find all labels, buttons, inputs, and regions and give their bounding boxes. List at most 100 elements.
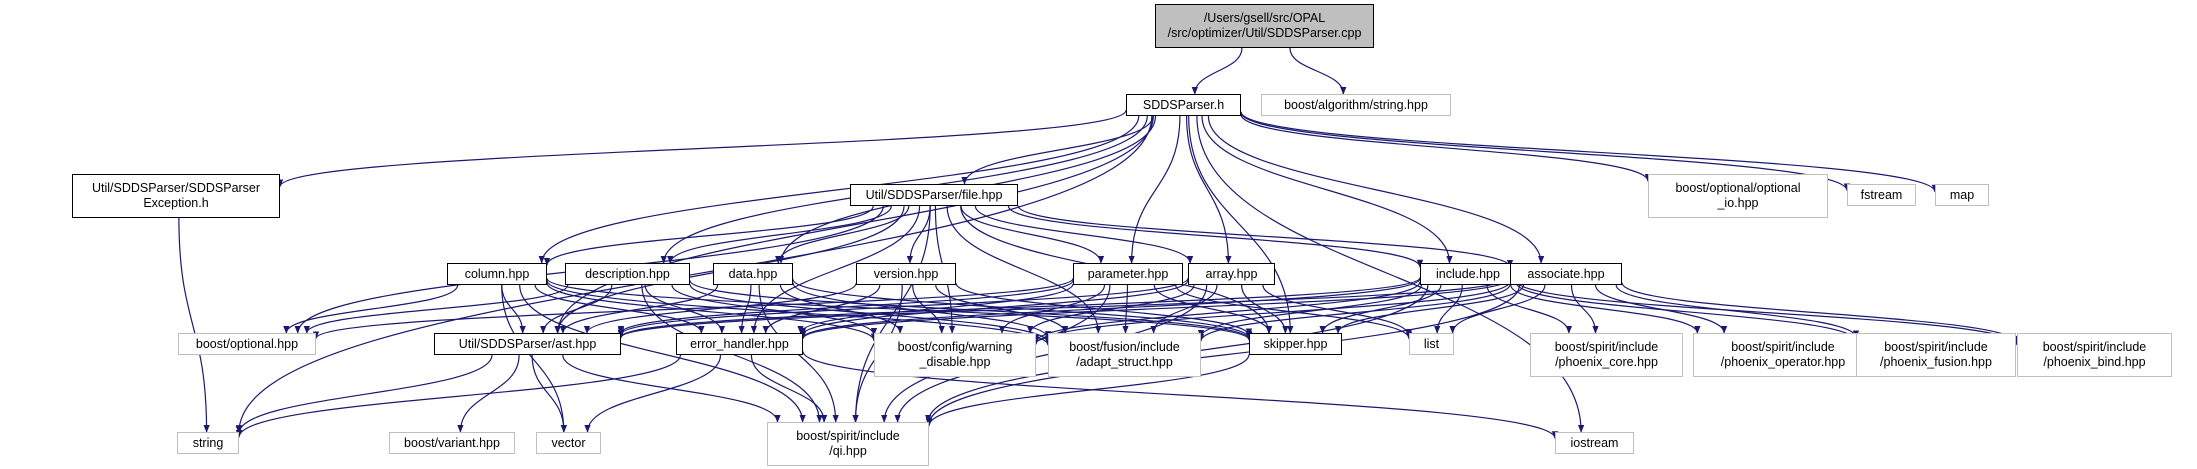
node-phoenix-core: boost/spirit/include /phoenix_core.hpp	[1530, 333, 1683, 377]
edge-file-hpp-to-version-hpp	[906, 205, 931, 264]
edge-sddsparser-h-to-parameter-hpp	[1128, 115, 1181, 264]
edge-associate-hpp-to-adapt-struct	[1197, 284, 1511, 342]
edge-description-hpp-to-warning-disable	[671, 284, 878, 336]
edge-associate-hpp-to-qi-hpp	[925, 284, 1521, 426]
edge-associate-hpp-to-list	[1449, 284, 1546, 334]
node-sddsparser-h[interactable]: SDDSParser.h	[1126, 94, 1241, 116]
edge-error-handler-to-string	[235, 354, 681, 438]
edge-column-hpp-to-qi-hpp	[519, 284, 806, 423]
edge-associate-hpp-to-error-handler	[799, 278, 1511, 340]
edge-root-to-sddsparser-h	[1191, 47, 1243, 95]
edge-file-hpp-to-associate-hpp	[1017, 205, 1514, 268]
edge-array-hpp-to-warning-disable	[1026, 284, 1195, 334]
edge-column-hpp-to-error-handler	[534, 284, 705, 334]
edge-ast-hpp-to-vector	[531, 354, 568, 433]
edge-parameter-hpp-to-warning-disable	[998, 284, 1106, 334]
edge-associate-hpp-to-phoenix-fusion	[1615, 284, 1860, 339]
node-warning-disable: boost/config/warning _disable.hpp	[874, 333, 1036, 377]
node-parameter-hpp[interactable]: parameter.hpp	[1073, 263, 1183, 285]
edge-include-hpp-to-warning-disable	[1032, 281, 1421, 343]
edge-description-hpp-to-ast-hpp	[540, 284, 613, 334]
edge-sddsparser-h-to-array-hpp	[1186, 115, 1232, 264]
edge-parameter-hpp-to-adapt-struct	[1122, 284, 1129, 334]
node-include-hpp[interactable]: include.hpp	[1420, 263, 1516, 285]
edge-column-hpp-to-boost-optional	[283, 284, 459, 334]
node-iostream: iostream	[1555, 432, 1634, 454]
node-optional-io: boost/optional/optional _io.hpp	[1648, 174, 1828, 218]
node-skipper-hpp[interactable]: skipper.hpp	[1249, 333, 1342, 355]
node-ast-hpp[interactable]: Util/SDDSParser/ast.hpp	[434, 333, 621, 355]
edge-file-hpp-to-column-hpp	[543, 205, 874, 266]
node-list: list	[1409, 333, 1454, 355]
edge-file-hpp-to-array-hpp	[974, 205, 1194, 264]
node-boost-variant: boost/variant.hpp	[389, 432, 515, 454]
node-column-hpp[interactable]: column.hpp	[447, 263, 547, 285]
node-root[interactable]: /Users/gsell/src/OPAL /src/optimizer/Uti…	[1155, 4, 1374, 48]
node-version-hpp[interactable]: version.hpp	[856, 263, 956, 285]
node-associate-hpp[interactable]: associate.hpp	[1510, 263, 1622, 285]
edge-error-handler-to-iostream	[802, 351, 1559, 440]
edge-sddsparser-h-to-exception-h	[276, 109, 1127, 188]
node-error-handler[interactable]: error_handler.hpp	[676, 333, 803, 355]
edge-data-hpp-to-ast-hpp	[559, 284, 719, 334]
edge-associate-hpp-to-phoenix-core	[1570, 284, 1599, 334]
edge-array-hpp-to-error-handler	[799, 279, 1189, 336]
edge-error-handler-to-qi-hpp	[750, 354, 828, 423]
edge-file-hpp-to-data-hpp	[775, 205, 910, 264]
node-array-hpp[interactable]: array.hpp	[1188, 263, 1275, 285]
edge-parameter-hpp-to-boost-optional	[312, 277, 1074, 340]
edge-file-hpp-to-error-handler	[750, 205, 921, 334]
node-file-hpp[interactable]: Util/SDDSParser/file.hpp	[850, 184, 1018, 206]
node-data-hpp[interactable]: data.hpp	[713, 263, 793, 285]
node-phoenix-fusion: boost/spirit/include /phoenix_fusion.hpp	[1856, 333, 2016, 377]
edge-description-hpp-to-boost-optional	[303, 284, 569, 334]
edge-version-hpp-to-error-handler	[762, 284, 881, 334]
node-fstream: fstream	[1847, 184, 1916, 206]
edge-error-handler-to-vector	[584, 354, 722, 433]
edge-file-hpp-to-description-hpp	[667, 205, 892, 264]
edge-associate-hpp-to-skipper-hpp	[1334, 284, 1525, 334]
edge-include-hpp-to-adapt-struct	[1197, 284, 1422, 338]
node-map: map	[1935, 184, 1989, 206]
node-boost-optional: boost/optional.hpp	[178, 333, 316, 355]
edge-associate-hpp-to-phoenix-operator	[1594, 284, 1728, 334]
node-adapt-struct: boost/fusion/include /adapt_struct.hpp	[1048, 333, 1201, 377]
edge-array-hpp-to-ast-hpp	[617, 277, 1189, 336]
node-phoenix-operator: boost/spirit/include /phoenix_operator.h…	[1693, 333, 1873, 377]
node-string: string	[177, 432, 239, 454]
edge-sddsparser-h-to-string	[235, 115, 1153, 434]
edge-data-hpp-to-skipper-hpp	[792, 278, 1253, 339]
edge-parameter-hpp-to-ast-hpp	[617, 280, 1074, 334]
edge-associate-hpp-to-phoenix-bind	[1621, 282, 2021, 344]
edge-include-hpp-to-phoenix-fusion	[1515, 282, 1860, 342]
edge-skipper-hpp-to-qi-hpp	[925, 354, 1250, 427]
edge-sddsparser-h-to-optional-io	[1240, 114, 1652, 182]
edge-column-hpp-to-warning-disable	[546, 282, 878, 342]
edge-include-hpp-to-ast-hpp	[617, 277, 1421, 338]
edge-sddsparser-h-to-ast-hpp	[554, 115, 1154, 334]
edge-ast-hpp-to-string	[235, 354, 493, 435]
edge-version-hpp-to-adapt-struct	[935, 284, 1069, 334]
edge-sddsparser-h-to-map	[1240, 111, 1939, 193]
edge-associate-hpp-to-ast-hpp	[618, 277, 1511, 339]
node-vector: vector	[536, 432, 601, 454]
edge-version-hpp-to-ast-hpp	[583, 282, 857, 334]
edge-sddsparser-h-to-file-hpp	[961, 115, 1154, 185]
edge-array-hpp-to-list	[1262, 284, 1413, 337]
node-exception-h[interactable]: Util/SDDSParser/SDDSParser Exception.h	[72, 174, 280, 218]
edge-sddsparser-h-to-column-hpp	[538, 115, 1140, 264]
edge-parameter-hpp-to-error-handler	[797, 283, 1074, 334]
node-phoenix-bind: boost/spirit/include /phoenix_bind.hpp	[2017, 333, 2172, 377]
edge-associate-hpp-to-warning-disable	[1032, 281, 1511, 346]
edge-sddsparser-h-to-include-hpp	[1201, 115, 1453, 264]
edge-exception-h-to-string	[178, 217, 210, 433]
edge-include-hpp-to-error-handler	[799, 278, 1421, 339]
edge-sddsparser-h-to-associate-hpp	[1207, 115, 1545, 264]
edge-data-hpp-to-error-handler	[738, 284, 752, 334]
node-qi-hpp: boost/spirit/include /qi.hpp	[767, 422, 929, 466]
edge-include-hpp-to-phoenix-operator	[1510, 284, 1701, 334]
node-boost-algorithm-string: boost/algorithm/string.hpp	[1261, 94, 1451, 116]
node-description-hpp[interactable]: description.hpp	[565, 263, 690, 285]
